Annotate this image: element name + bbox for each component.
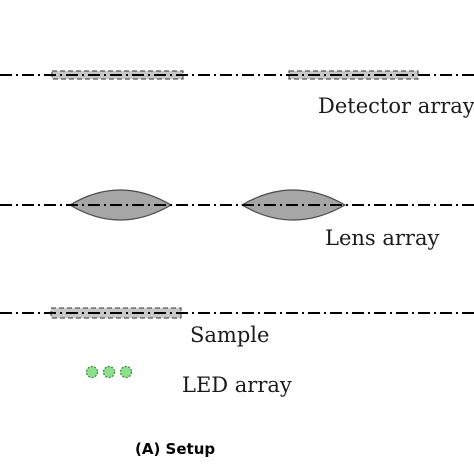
led-3 <box>119 365 133 379</box>
sample-group: Sample <box>0 307 474 347</box>
lens-array-label: Lens array <box>325 226 439 250</box>
sample-label: Sample <box>190 323 269 347</box>
led-2 <box>102 365 116 379</box>
figure-caption: (A) Setup <box>135 440 215 458</box>
led-1 <box>85 365 99 379</box>
detector-array-label: Detector array <box>318 94 474 118</box>
led-array-label: LED array <box>182 373 292 397</box>
detector-array-group: Detector array <box>0 70 474 118</box>
lens-array-group: Lens array <box>0 189 474 250</box>
led-array-group: LED array <box>85 365 292 397</box>
